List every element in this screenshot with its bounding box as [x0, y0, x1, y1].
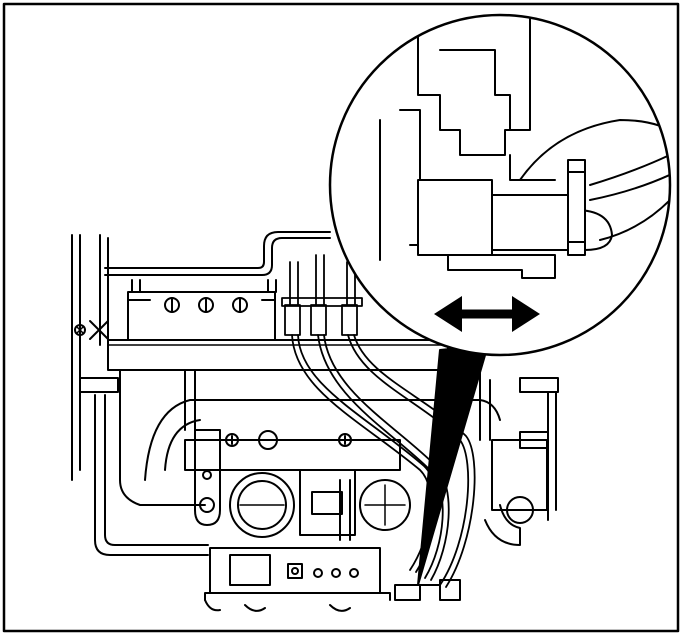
zoom-base-plate: [447, 254, 556, 279]
valve-base: [184, 439, 401, 471]
pressure-chamber-left: [229, 472, 295, 538]
support-post: [184, 369, 196, 431]
right-fitting-cap: [519, 431, 549, 449]
valve-block-inner: [311, 491, 343, 515]
pressure-chamber-left-inner: [237, 480, 287, 530]
no-cross-x: [89, 320, 109, 340]
no-cross-x-small: [76, 326, 84, 334]
control-bottom: [204, 592, 391, 601]
right-connector: [419, 579, 461, 601]
handle-hole: [199, 497, 215, 513]
right-wall: [547, 391, 557, 521]
screw-cross: [227, 435, 237, 445]
burner-left: [119, 369, 206, 506]
valve-coil: [339, 479, 351, 541]
zoom-plug-mid: [491, 194, 571, 251]
arrow-head-left: [434, 296, 462, 332]
control-connector: [229, 554, 271, 586]
left-inner-wall: [99, 234, 109, 346]
no-cross-circle: [74, 324, 86, 336]
screw-cross: [340, 435, 350, 445]
screw-head-icon: [338, 433, 352, 447]
right-nut: [506, 496, 534, 524]
zoom-plug-cap: [567, 159, 586, 256]
control-terminal: [313, 568, 323, 578]
inner-right-wall: [479, 369, 491, 441]
control-terminal: [349, 568, 359, 578]
left-pipe: [94, 394, 209, 556]
left-support: [79, 377, 119, 393]
zoom-curve-2: [599, 199, 669, 241]
electrode-plate: [281, 297, 363, 307]
zoom-circle: [328, 13, 672, 357]
control-dot: [291, 567, 299, 575]
zoom-tube: [574, 209, 613, 251]
adjust-handle: [194, 429, 221, 526]
zoom-housing: [417, 16, 531, 156]
electrode-connector: [284, 304, 301, 336]
zoom-plug-body: [417, 179, 493, 256]
right-elbow: [484, 504, 521, 546]
bracket-screws: [164, 297, 248, 313]
control-square: [287, 563, 303, 579]
zoom-curve: [519, 119, 669, 181]
zoom-wire-a: [589, 149, 669, 186]
no-cross-icon: [74, 320, 109, 340]
left-wall: [71, 234, 81, 481]
top-pipe-inner: [104, 231, 331, 269]
control-terminal: [331, 568, 341, 578]
zoom-detail: [328, 13, 672, 357]
boiler-unit: [71, 231, 559, 612]
valve-block: [299, 469, 356, 536]
burner-arc: [144, 399, 501, 481]
electrode-rod: [289, 254, 356, 306]
zoom-housing-inner: [439, 49, 511, 131]
bracket-tabs: [131, 279, 277, 293]
wire: [353, 334, 476, 588]
screw-head-icon: [225, 433, 239, 447]
double-arrow-icon: [434, 296, 540, 332]
zoom-cap-lines: [567, 171, 586, 243]
zoom-housing-side: [399, 109, 421, 246]
right-fitting: [491, 439, 548, 511]
valve-knob: [258, 430, 278, 450]
zoom-pointer: [417, 344, 489, 586]
pressure-chamber-right: [359, 479, 411, 531]
electrode-connector: [310, 304, 327, 336]
zoom-wall-top: [509, 154, 556, 181]
zoom-wire-b: [589, 169, 669, 201]
right-support: [519, 377, 559, 393]
control-feet: [204, 599, 351, 612]
top-pipe: [104, 237, 331, 276]
handle-hole-small: [202, 470, 212, 480]
right-connector-2: [394, 584, 421, 601]
electrode-connector: [341, 304, 358, 336]
chamber-right-lines: [364, 484, 406, 526]
arrow-head-right: [512, 296, 540, 332]
